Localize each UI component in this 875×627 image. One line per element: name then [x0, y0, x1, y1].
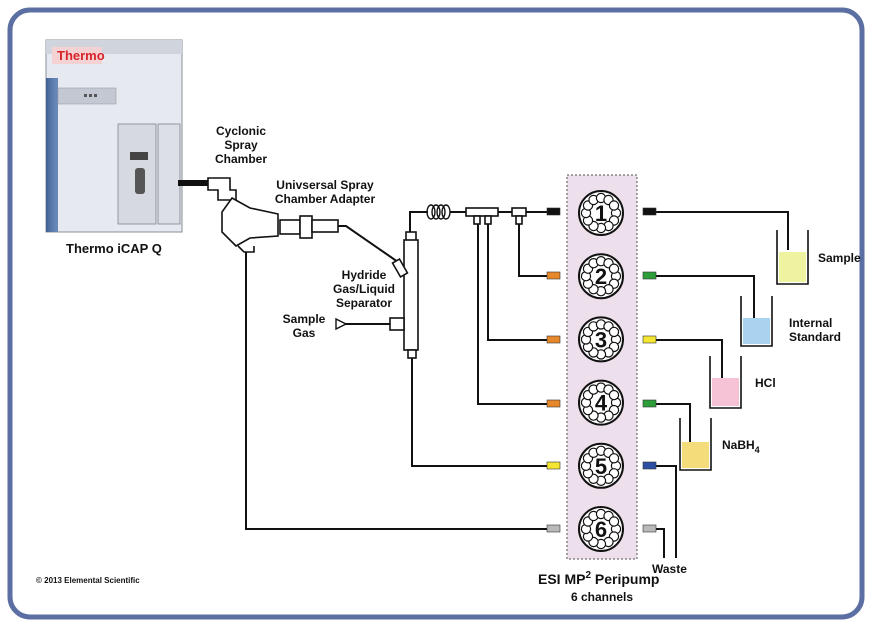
pump-head-3: 3 — [578, 316, 624, 363]
thermo-logo: Thermo — [57, 48, 105, 63]
pump-tube-tabs — [546, 207, 657, 533]
internal-standard-beaker — [740, 296, 773, 347]
separator-label-3: Separator — [336, 296, 392, 310]
peripump-panel — [566, 174, 638, 560]
sample-label: Sample — [818, 251, 861, 265]
sample-gas-label-2: Gas — [293, 326, 316, 340]
copyright-text: © 2013 Elemental Scientific — [36, 576, 140, 585]
pump-title: ESI MP2 Peripump — [538, 570, 660, 587]
sample-gas-label-1: Sample — [283, 312, 326, 326]
waste-label: Waste — [652, 562, 687, 576]
nabh4-beaker — [679, 418, 712, 471]
spray-chamber-adapter — [279, 215, 339, 239]
pump-subtitle: 6 channels — [571, 590, 633, 604]
adapter-label-1: Univsersal Spray — [276, 178, 374, 192]
mixing-manifold — [465, 207, 527, 225]
separator-label-1: Hydride — [342, 268, 387, 282]
pump-channel-number-6: 6 — [595, 517, 607, 542]
instrument-name: Thermo iCAP Q — [66, 241, 162, 256]
sample-beaker — [776, 230, 809, 285]
reaction-coil — [426, 204, 451, 220]
spray-chamber-label-2: Spray — [224, 138, 258, 152]
internal-standard-label-1: Internal — [789, 316, 832, 330]
thermo-icap-q-instrument: Thermo — [45, 39, 183, 233]
pump-head-1: 1 — [578, 190, 624, 236]
pump-heads: 1 2 3 4 5 6 — [578, 190, 624, 552]
pump-channel-number-1: 1 — [595, 201, 607, 226]
hcl-beaker — [709, 356, 742, 409]
instrument-connector — [178, 180, 208, 186]
spray-chamber-label-3: Chamber — [215, 152, 267, 166]
pump-head-5: 5 — [578, 442, 624, 489]
pump-channel-number-2: 2 — [595, 264, 607, 289]
adapter-label-2: Chamber Adapter — [275, 192, 376, 206]
sample-gas-inlet-icon — [335, 317, 348, 331]
pump-head-2: 2 — [578, 253, 624, 300]
separator-label-2: Gas/Liquid — [333, 282, 395, 296]
tubing — [245, 211, 789, 558]
cyclonic-spray-chamber — [207, 177, 279, 253]
nabh4-label: NaBH4 — [722, 438, 760, 455]
gas-liquid-separator — [389, 231, 419, 359]
pump-channel-number-3: 3 — [595, 327, 607, 352]
hcl-label: HCl — [755, 376, 776, 390]
internal-standard-label-2: Standard — [789, 330, 841, 344]
pump-channel-number-4: 4 — [595, 391, 608, 416]
pump-channel-number-5: 5 — [595, 454, 607, 479]
pump-head-6: 6 — [578, 506, 624, 552]
pump-head-4: 4 — [578, 379, 624, 426]
spray-chamber-label-1: Cyclonic — [216, 124, 266, 138]
